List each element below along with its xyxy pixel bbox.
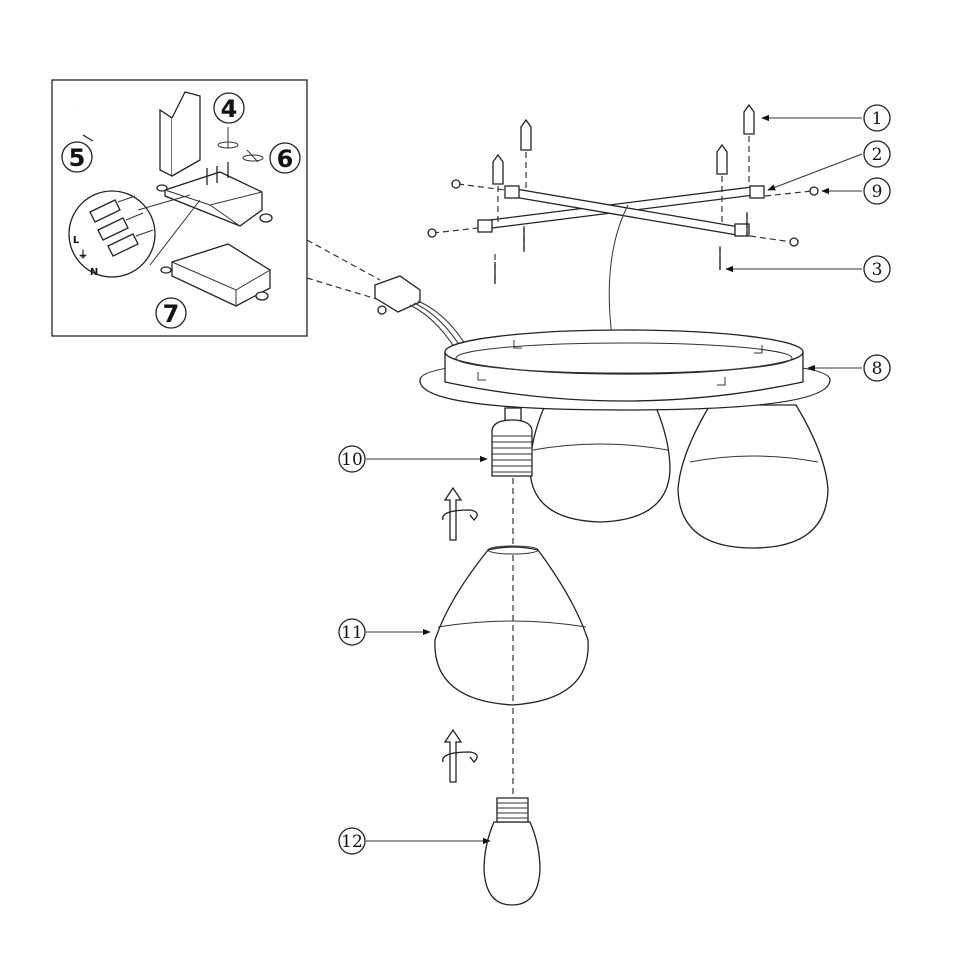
neutral-label: N — [90, 267, 98, 278]
label-6: 6 — [269, 142, 301, 174]
callout-1: 1 — [761, 104, 891, 132]
wiring-inset: L ⏚ N 4 5 6 7 — [51, 79, 308, 337]
mounting-bracket — [477, 185, 765, 383]
svg-text:11: 11 — [341, 623, 363, 643]
label-4: 4 — [213, 92, 245, 124]
callout-10: 10 — [338, 445, 488, 473]
callout-12: 12 — [338, 827, 491, 855]
rotate-icon — [442, 728, 478, 783]
canopy-ring — [419, 329, 831, 411]
lamp-socket — [491, 407, 533, 477]
svg-text:9: 9 — [872, 182, 883, 202]
svg-text:4: 4 — [221, 95, 238, 123]
callout-2: 2 — [767, 140, 891, 191]
svg-text:6: 6 — [277, 145, 294, 173]
light-bulb — [483, 797, 541, 906]
label-5: 5 — [61, 141, 93, 173]
svg-text:8: 8 — [872, 359, 883, 379]
callout-8: 8 — [807, 354, 891, 382]
earth-label: ⏚ — [78, 249, 88, 261]
wall-plugs-and-screws — [427, 103, 819, 284]
callout-3: 3 — [725, 255, 891, 283]
svg-text:1: 1 — [872, 109, 883, 129]
label-7: 7 — [155, 297, 187, 329]
glass-shade — [434, 545, 589, 706]
svg-text:10: 10 — [341, 450, 363, 470]
wire-connector — [306, 239, 475, 361]
callout-9: 9 — [821, 177, 891, 205]
rotate-icon — [442, 486, 478, 541]
callout-11: 11 — [338, 618, 431, 646]
mounted-shades — [529, 404, 829, 549]
svg-text:2: 2 — [872, 145, 883, 165]
svg-text:7: 7 — [163, 300, 180, 328]
svg-text:12: 12 — [341, 832, 363, 852]
svg-text:3: 3 — [872, 260, 883, 280]
svg-text:5: 5 — [69, 144, 86, 172]
live-label: L — [73, 235, 80, 246]
